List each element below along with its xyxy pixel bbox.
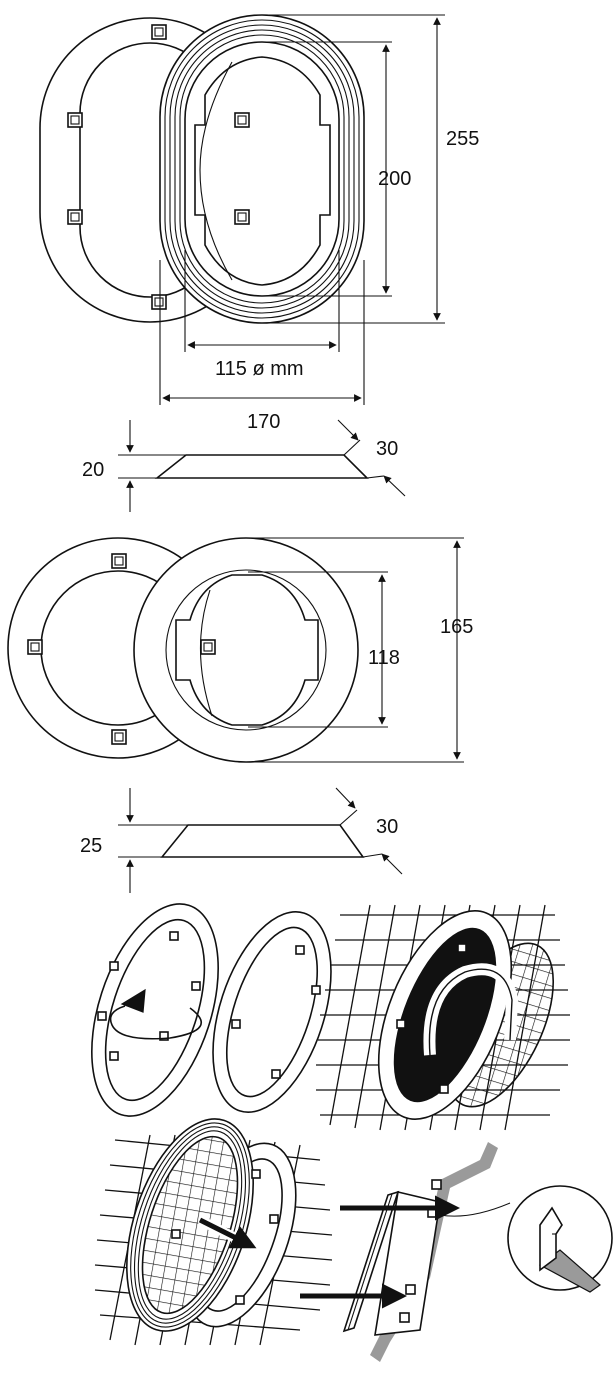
label-30-oval: 30 bbox=[376, 438, 398, 460]
label-30-round: 30 bbox=[376, 816, 398, 838]
round-front-clips bbox=[200, 639, 216, 655]
round-back-clips bbox=[27, 553, 127, 745]
label-200: 200 bbox=[378, 168, 411, 190]
oval-back-clips bbox=[67, 24, 167, 310]
round-frame-group: 165 118 bbox=[7, 537, 473, 763]
callout-line bbox=[439, 1202, 511, 1217]
rotate-arrow-head bbox=[120, 988, 146, 1013]
step3-mesh bbox=[94, 1118, 333, 1346]
label-118: 118 bbox=[368, 647, 400, 669]
oval-frame-group: 255 200 115 ø mm 170 bbox=[39, 14, 479, 433]
rotate-arrow bbox=[109, 1005, 202, 1040]
label-115: 115 ø mm bbox=[215, 358, 304, 380]
step4-section bbox=[300, 1142, 613, 1362]
label-165: 165 bbox=[440, 616, 473, 638]
step1-ring-2-clips bbox=[231, 945, 321, 1079]
label-25: 25 bbox=[80, 835, 102, 857]
dim-255: 255 bbox=[262, 14, 479, 324]
dim-165: 165 bbox=[248, 537, 473, 763]
round-profile: 25 30 bbox=[80, 787, 403, 893]
clip-detail-icon bbox=[507, 1185, 613, 1293]
dim-115: 115 ø mm bbox=[184, 250, 340, 380]
label-20: 20 bbox=[82, 459, 104, 481]
dim-200: 200 bbox=[262, 41, 411, 297]
oval-front-ring bbox=[159, 14, 365, 324]
oval-profile: 20 30 bbox=[82, 419, 406, 512]
push-arrow-icon bbox=[198, 1217, 257, 1249]
step1-ring-2 bbox=[212, 910, 332, 1114]
oval-front-clips bbox=[234, 112, 250, 225]
label-255: 255 bbox=[446, 128, 479, 150]
step1-clips bbox=[97, 931, 201, 1061]
step2-mesh bbox=[316, 904, 570, 1131]
dim-170: 170 bbox=[159, 260, 365, 433]
label-170: 170 bbox=[247, 411, 280, 433]
step1-rotate bbox=[91, 903, 332, 1117]
round-front-ring bbox=[133, 537, 359, 763]
dim-118: 118 bbox=[248, 571, 400, 728]
